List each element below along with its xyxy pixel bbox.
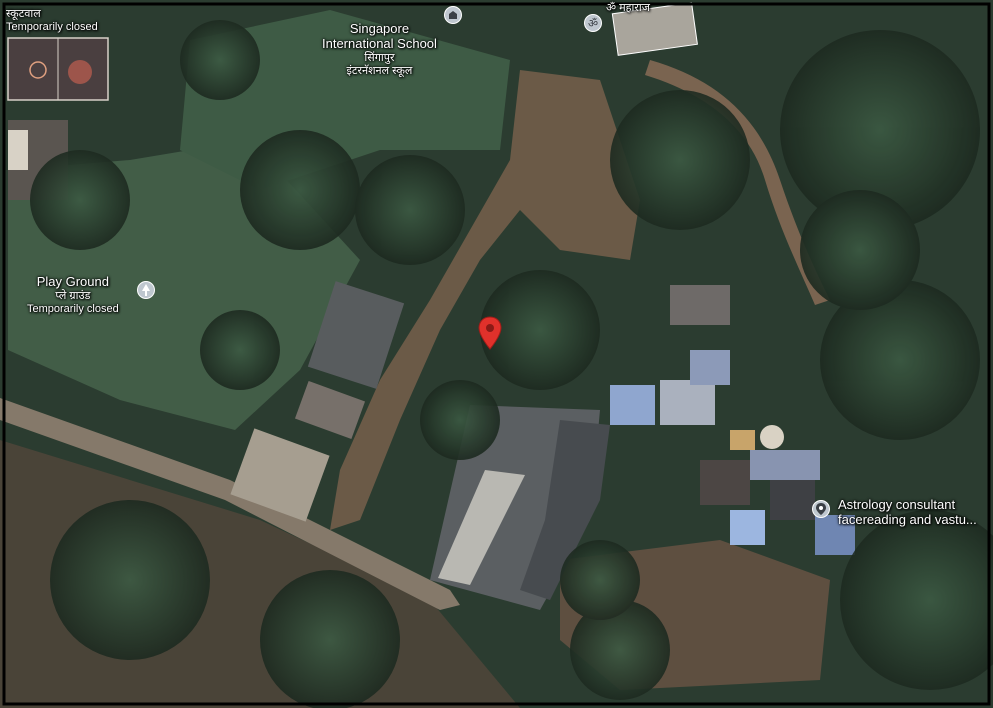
partial-place-label[interactable]: स्कूटवाल Temporarily closed: [6, 8, 98, 33]
school-name-hindi2: इंटरनॅशनल स्कूल: [346, 64, 413, 77]
partial-place-status: Temporarily closed: [6, 20, 98, 33]
place-icon[interactable]: [812, 500, 830, 518]
playground-status: Temporarily closed: [27, 302, 119, 315]
astrology-label[interactable]: Astrology consultant facereading and vas…: [838, 497, 977, 528]
playground-name: Play Ground: [36, 274, 109, 289]
school-icon[interactable]: [444, 6, 462, 24]
school-name-line2: International School: [322, 35, 437, 51]
playground-hindi: प्ले ग्राउंड: [55, 289, 91, 302]
astrology-name-line2: facereading and vastu...: [838, 511, 977, 527]
school-name-line1: Singapore: [349, 21, 410, 36]
temple-name: ॐ महाराज: [606, 2, 650, 14]
school-name-hindi1: सिंगापुर: [364, 51, 395, 64]
partial-place-name: स्कूटवाल: [6, 8, 41, 20]
park-icon[interactable]: [137, 281, 155, 299]
astrology-name-line1: Astrology consultant: [838, 497, 956, 512]
temple-label[interactable]: ॐ महाराज: [606, 2, 650, 15]
playground-label[interactable]: Play Ground प्ले ग्राउंड Temporarily clo…: [27, 274, 119, 315]
location-pin-icon[interactable]: [477, 316, 503, 350]
temple-icon[interactable]: ॐ: [584, 14, 602, 32]
school-label[interactable]: Singapore International School सिंगापुर …: [322, 21, 437, 77]
